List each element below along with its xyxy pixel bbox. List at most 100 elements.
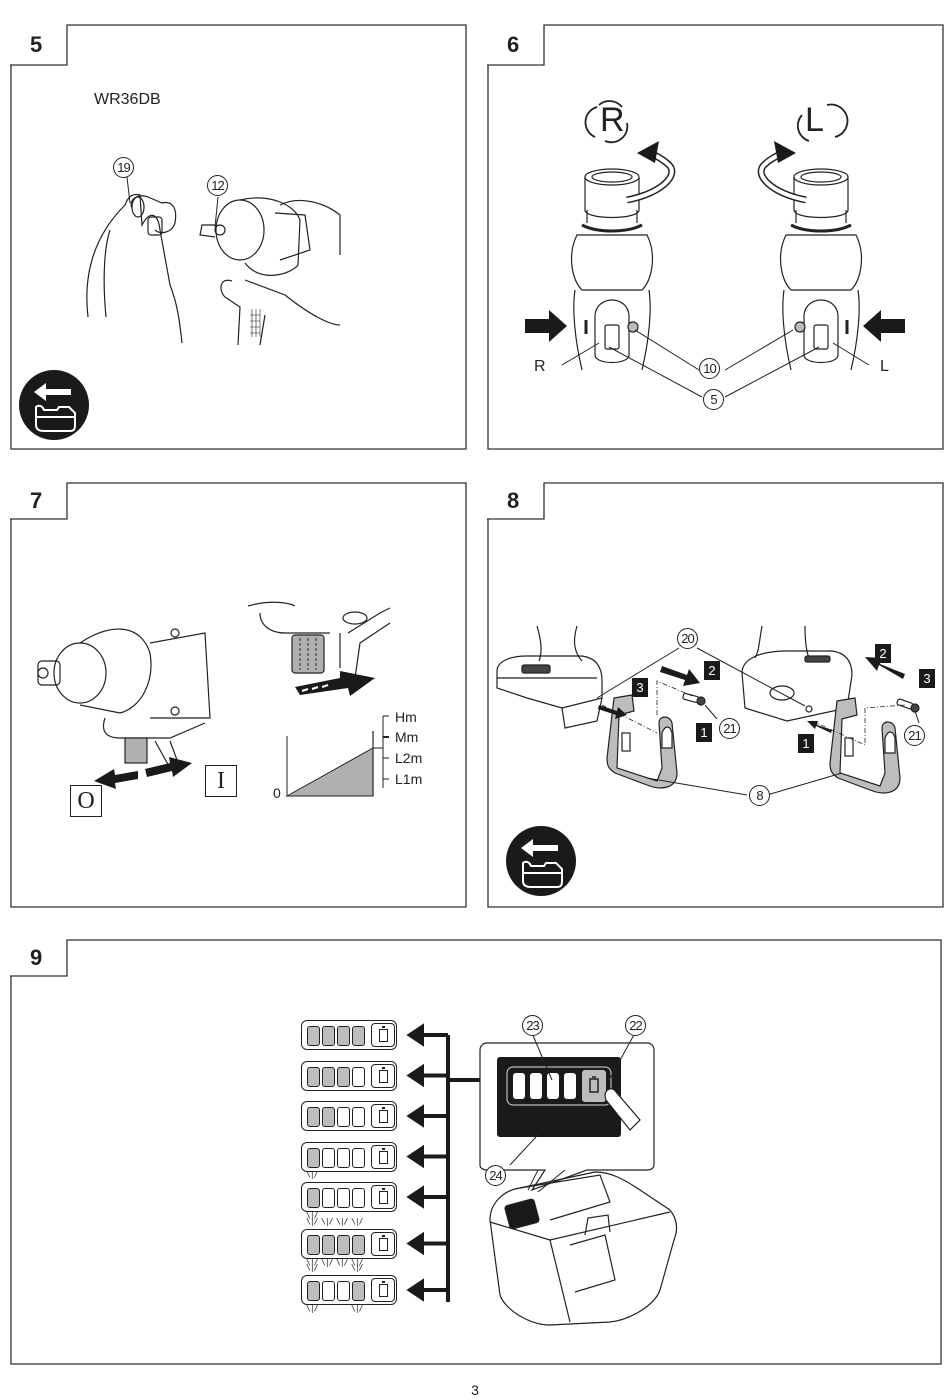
battery-symbol-icon [589, 1076, 599, 1093]
callout-21-right: 21 [904, 725, 925, 746]
step-1-left: 1 [696, 723, 712, 742]
push-left-arrow-icon [863, 310, 905, 342]
indicator-cell-lit [307, 1147, 320, 1168]
check-button-symbol [371, 1063, 395, 1088]
check-button-symbol [371, 1023, 395, 1047]
screw-right-icon [896, 698, 920, 713]
callout-19: 19 [113, 157, 134, 178]
belt-hook-left [606, 694, 678, 789]
row-frame [301, 1101, 397, 1131]
figure-5-frame [10, 24, 467, 450]
switch-on-arrow-icon [145, 757, 192, 777]
tool-base-left-illustration [496, 625, 603, 729]
row-frame [301, 1182, 397, 1212]
indicator-cell-lit [337, 1234, 350, 1255]
indicator-row [301, 1020, 397, 1050]
step-1-right: 1 [798, 734, 814, 753]
step-2-left: 2 [704, 661, 720, 680]
page-number: 3 [471, 1382, 479, 1398]
indicator-cell-off [337, 1188, 350, 1208]
remove-battery-icon [19, 370, 89, 440]
indicator-cell-off [337, 1147, 350, 1168]
blink-mark-icon: \|/ [306, 1257, 318, 1267]
tool-base-right-illustration [741, 625, 853, 722]
check-button-symbol [371, 1185, 395, 1209]
figure-5: 5 WR36DB 19 12 [10, 24, 468, 451]
indicator-cell-lit [352, 1281, 365, 1301]
indicator-cell-lit [337, 1026, 350, 1046]
indicator-row [301, 1060, 397, 1091]
indicator-cell-off [337, 1107, 350, 1127]
battery-icon [379, 1234, 388, 1251]
row-arrows [406, 1023, 448, 1302]
callout-20: 20 [677, 628, 698, 649]
switch-off-label: O [70, 785, 102, 817]
battery-icon [379, 1188, 388, 1204]
chart-level-l2m: L2m [395, 750, 423, 766]
reverse-symbol: L [805, 101, 824, 139]
indicator-row: \|/\|/\|/\|/\|/\|/\|/\|/ [301, 1217, 397, 1266]
indicator-cell-lit [337, 1066, 350, 1087]
blink-mark-icon: \|/ [306, 1304, 318, 1313]
trigger-closeup-illustration [247, 601, 391, 679]
blink-mark-icon: \|/ [306, 1170, 318, 1179]
step-3-left: 3 [632, 678, 648, 697]
chart-area-series [285, 747, 374, 797]
tool-forward-illustration [570, 168, 654, 371]
row-arrow-icon [406, 1104, 448, 1128]
chart-level-hm: Hm [395, 709, 417, 725]
finger-icon [604, 1088, 641, 1131]
row-frame [301, 1060, 397, 1091]
battery-icon [379, 1147, 388, 1164]
blink-mark-icon: \|/ [336, 1257, 348, 1267]
figure-8-frame [487, 482, 944, 908]
blink-mark-icon: \|/ [306, 1211, 318, 1220]
blink-mark-icon: \|/ [321, 1216, 333, 1226]
belt-hook-right [829, 697, 901, 794]
step-2-left-arrow-icon [660, 666, 700, 686]
chart-level-l1m: L1m [395, 771, 423, 787]
figure-number: 8 [507, 488, 520, 513]
indicator-cell-off [352, 1107, 365, 1127]
indicator-cell-lit [322, 1107, 335, 1127]
indicator-cell-off [322, 1281, 335, 1301]
callout-22: 22 [625, 1015, 646, 1036]
row-frame [301, 1228, 397, 1259]
check-button-symbol [371, 1104, 395, 1128]
indicator-row: \|/ \|/ [301, 1171, 397, 1220]
figure-6: 6 R L R L 10 5 [487, 24, 945, 451]
speed-chart [285, 715, 389, 797]
indicator-cell-off [337, 1281, 350, 1301]
blink-mark-icon: \|/ [351, 1263, 363, 1272]
indicator-cell-lit [322, 1026, 335, 1046]
indicator-row: \|/\|/\|/\|/ [301, 1264, 397, 1313]
push-right-arrow-icon [525, 310, 567, 342]
battery-pack-illustration [489, 1171, 678, 1326]
switch-off-arrow-icon [94, 769, 138, 789]
rotation-ring-r [584, 100, 629, 144]
callout-24: 24 [485, 1165, 506, 1186]
model-label: WR36DB [94, 91, 161, 108]
indicator-cell-off [352, 1147, 365, 1168]
blink-mark-icon: \|/ [351, 1257, 363, 1267]
forward-side-label: R [534, 358, 546, 375]
blink-mark-icon: \|/ [336, 1216, 348, 1226]
tool-reverse-illustration [779, 168, 863, 371]
screw-left-icon [682, 692, 706, 706]
row-arrow-icon [406, 1144, 448, 1169]
check-button-symbol [371, 1231, 395, 1256]
indicator-cell-lit [307, 1234, 320, 1255]
callout-21-left: 21 [719, 718, 740, 739]
indicator-row [301, 1141, 397, 1172]
figure-7: 7 O I 0 Hm Mm L2m L1m [10, 482, 468, 909]
indicator-cell-lit [307, 1066, 320, 1087]
callout-8: 8 [749, 785, 770, 806]
impact-wrench-side-illustration [37, 628, 211, 769]
row-arrow-icon [406, 1063, 448, 1088]
rotation-ring-l [796, 103, 849, 142]
battery-icon [379, 1026, 388, 1042]
battery-icon [379, 1281, 388, 1297]
blink-mark-icon: \|/ [351, 1216, 363, 1226]
indicator-cell-off [352, 1066, 365, 1087]
figure-number: 5 [30, 32, 43, 57]
